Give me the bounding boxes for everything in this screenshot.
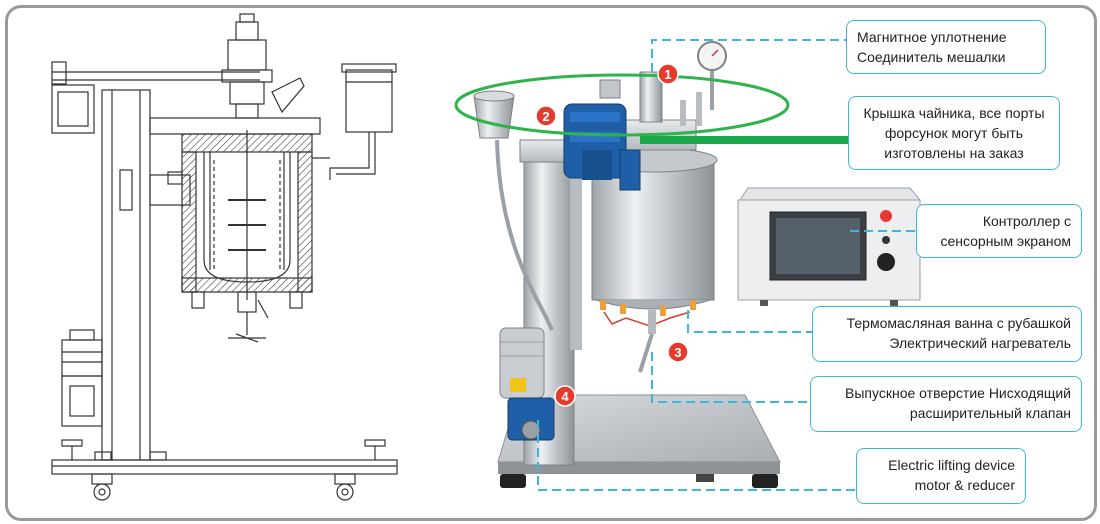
svg-text:2: 2 (542, 109, 549, 124)
callout-heater-line2: Электрический нагреватель (889, 335, 1071, 351)
callout-outlet-valve: Выпускное отверстие Нисходящий расширите… (810, 376, 1082, 432)
photo-vessel (588, 147, 718, 373)
drawing-leveling-feet (61, 439, 386, 461)
marker-4: 4 (554, 385, 576, 407)
drawing-arm (149, 117, 321, 135)
leader-lines (537, 39, 916, 491)
drawing-top-motor (51, 61, 260, 134)
drawing-column (101, 89, 151, 461)
svg-text:4: 4 (561, 389, 569, 404)
photo-hopper (473, 90, 515, 139)
svg-text:3: 3 (674, 345, 681, 360)
drawing-base-beam (51, 459, 398, 475)
photo-controller (737, 187, 922, 306)
marker-2: 2 (535, 105, 557, 127)
callout-seal-line2: Соединитель мешалки (857, 49, 1006, 65)
callout-lifting-line1: Electric lifting device (888, 457, 1015, 473)
drawing-vessel (167, 130, 330, 343)
photo-casters (500, 474, 778, 488)
svg-text:1: 1 (664, 67, 671, 82)
photo-lift-motor (499, 327, 555, 441)
callout-lifting-device: Electric lifting device motor & reducer (856, 448, 1026, 504)
callout-lid-line3: изготовлены на заказ (884, 145, 1024, 161)
callout-touch-controller: Контроллер с сенсорным экраном (916, 204, 1082, 258)
callout-lid-line1: Крышка чайника, все порты (863, 105, 1045, 121)
callout-lid-line2: форсунок могут быть (884, 125, 1024, 141)
drawing-casters (91, 473, 356, 501)
callout-seal-line1: Магнитное уплотнение (857, 29, 1007, 45)
technical-drawing (51, 13, 398, 501)
callout-controller-line2: сенсорным экраном (940, 233, 1071, 249)
drawing-lift-motor (61, 329, 103, 427)
marker-3: 3 (667, 341, 689, 363)
photo-hose (495, 139, 554, 331)
lid-highlight-ellipse (454, 73, 790, 137)
callout-magnetic-seal: Магнитное уплотнение Соединитель мешалки (846, 20, 1046, 74)
drawing-drive-head (221, 13, 305, 119)
drawing-feed-hopper (329, 63, 397, 180)
callout-lid-ports: Крышка чайника, все порты форсунок могут… (848, 96, 1060, 170)
reactor-photo (473, 41, 922, 488)
markers: 1 2 3 4 (535, 63, 689, 407)
callout-lifting-line2: motor & reducer (914, 477, 1015, 493)
marker-1: 1 (657, 63, 679, 85)
photo-stir-motor (563, 103, 641, 191)
callout-outlet-line2: расширительный клапан (909, 405, 1071, 421)
callout-controller-line1: Контроллер с (982, 213, 1071, 229)
callout-outlet-line1: Выпускное отверстие Нисходящий (845, 385, 1071, 401)
callout-heater-line1: Термомасляная ванна с рубашкой (846, 315, 1071, 331)
callout-heater: Термомасляная ванна с рубашкой Электриче… (812, 306, 1082, 362)
